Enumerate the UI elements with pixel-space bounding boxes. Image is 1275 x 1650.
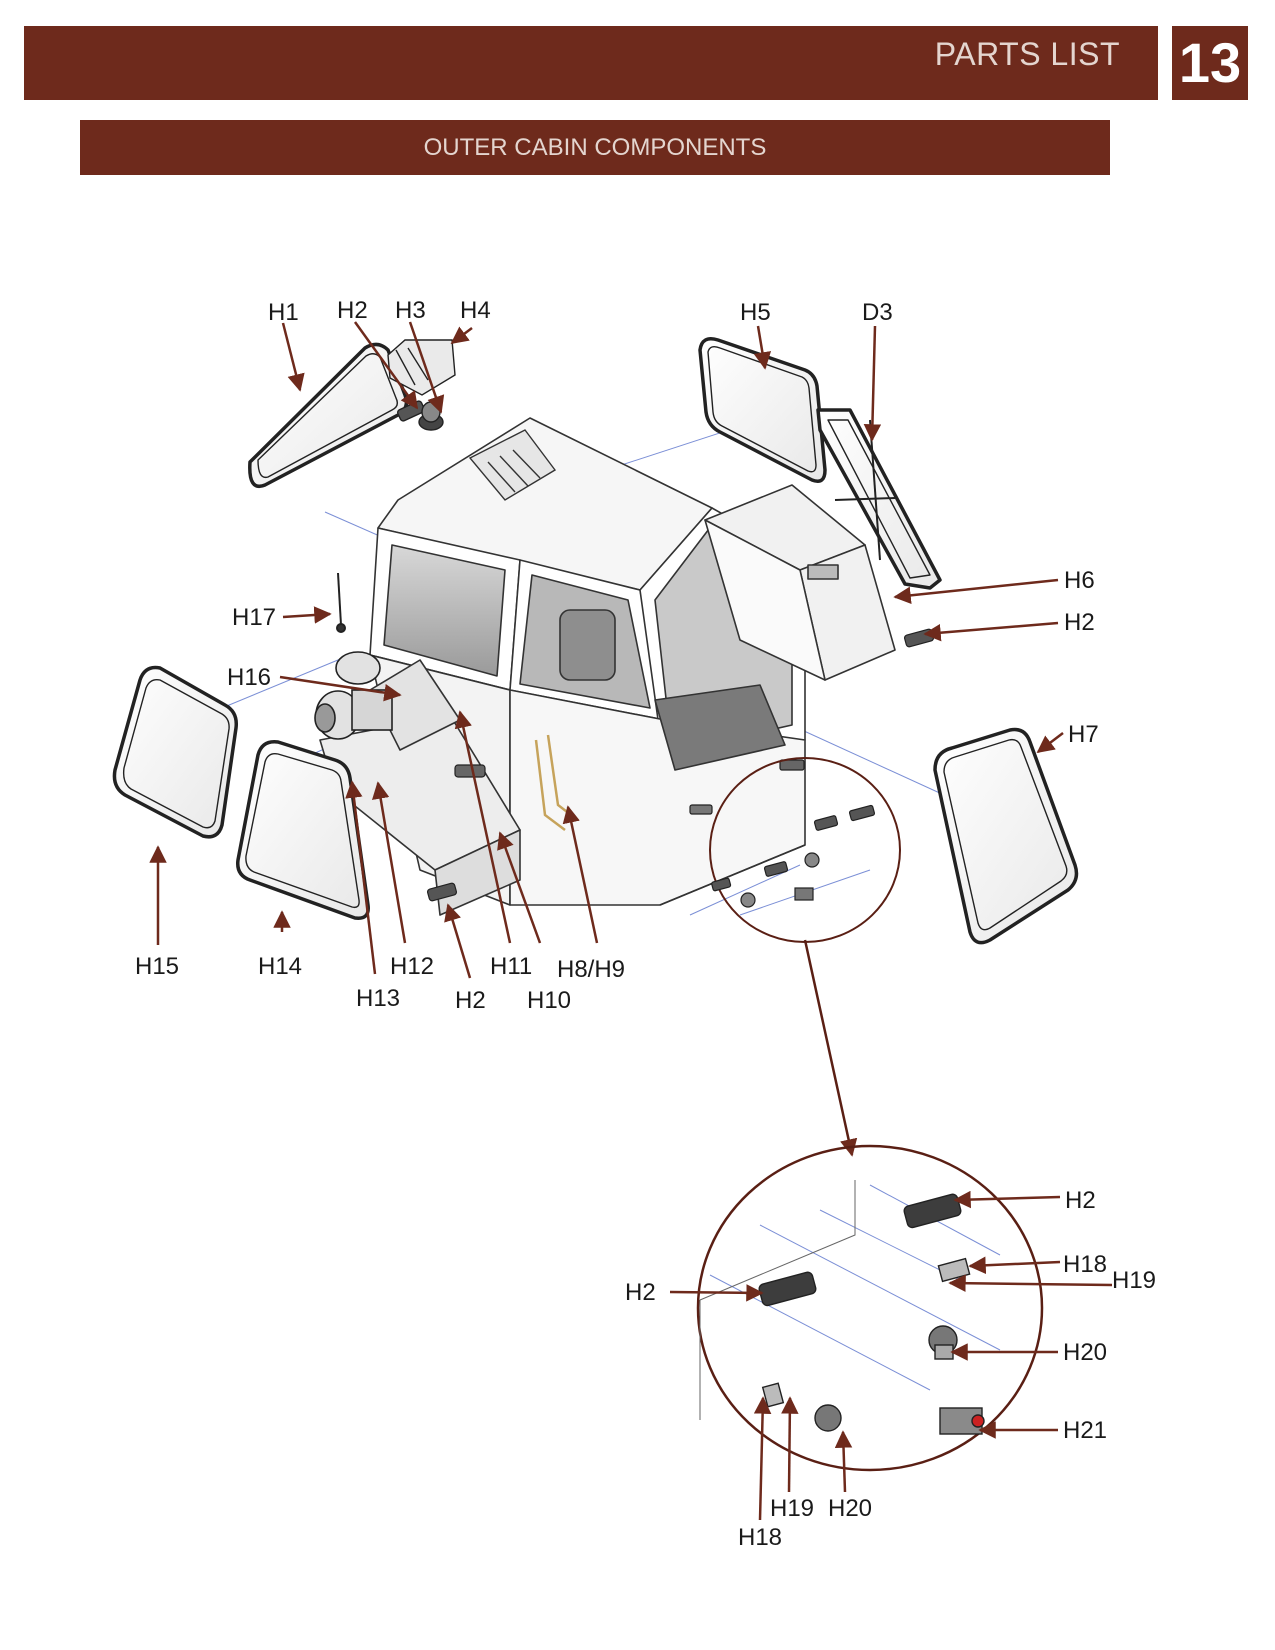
label-detail-h20-b: H20 (828, 1495, 872, 1522)
detail-callout-small (709, 757, 901, 943)
page-title: PARTS LIST (934, 36, 1120, 72)
roof-bracket (468, 429, 557, 501)
label-h12: H12 (390, 953, 434, 980)
label-h14: H14 (258, 953, 302, 980)
label-detail-h2-a: H2 (1065, 1187, 1096, 1214)
callout-labels: H1 H2 H3 H4 H5 D3 H6 H2 H17 H16 H7 H15 H… (135, 297, 1156, 1551)
label-h2-top: H2 (337, 297, 368, 324)
label-detail-h21: H21 (1063, 1417, 1107, 1444)
label-h3: H3 (395, 297, 426, 324)
label-h7: H7 (1068, 721, 1099, 748)
rear-box (704, 484, 896, 681)
label-h2-bottom: H2 (455, 987, 486, 1014)
window-h5 (698, 337, 827, 483)
label-h13: H13 (356, 985, 400, 1012)
label-h5: H5 (740, 299, 771, 326)
window-h1 (248, 342, 409, 488)
label-h1: H1 (268, 299, 299, 326)
section-bar (80, 120, 1110, 175)
page-number: 13 (1178, 31, 1242, 94)
header-bar (24, 26, 1158, 100)
label-detail-h18-a: H18 (1063, 1251, 1107, 1278)
section-title: OUTER CABIN COMPONENTS (423, 134, 767, 161)
label-detail-h18-b: H18 (738, 1524, 782, 1551)
label-h2-right: H2 (1064, 609, 1095, 636)
label-detail-h20-a: H20 (1063, 1339, 1107, 1366)
window-h14 (236, 740, 370, 920)
label-h10: H10 (527, 987, 571, 1014)
label-h6: H6 (1064, 567, 1095, 594)
label-detail-h19-b: H19 (770, 1495, 814, 1522)
label-h4: H4 (460, 297, 491, 324)
label-h11: H11 (490, 953, 532, 980)
door-d3 (816, 408, 942, 590)
top-small-parts (387, 339, 456, 431)
label-h17: H17 (232, 604, 276, 631)
label-detail-h19-a: H19 (1112, 1267, 1156, 1294)
leader-arrows (149, 321, 1113, 1521)
detail-callout-large (696, 1144, 1044, 1472)
window-h15 (112, 665, 239, 839)
label-d3: D3 (862, 299, 893, 326)
label-h8-h9: H8/H9 (557, 956, 625, 983)
cabin-body (319, 417, 806, 916)
antenna-h17 (336, 572, 346, 633)
detail-connector (803, 939, 858, 1157)
window-h7 (933, 727, 1079, 945)
label-h16: H16 (227, 664, 271, 691)
label-h15: H15 (135, 953, 179, 980)
page-number-box (1172, 26, 1248, 100)
label-detail-h2-b: H2 (625, 1279, 656, 1306)
